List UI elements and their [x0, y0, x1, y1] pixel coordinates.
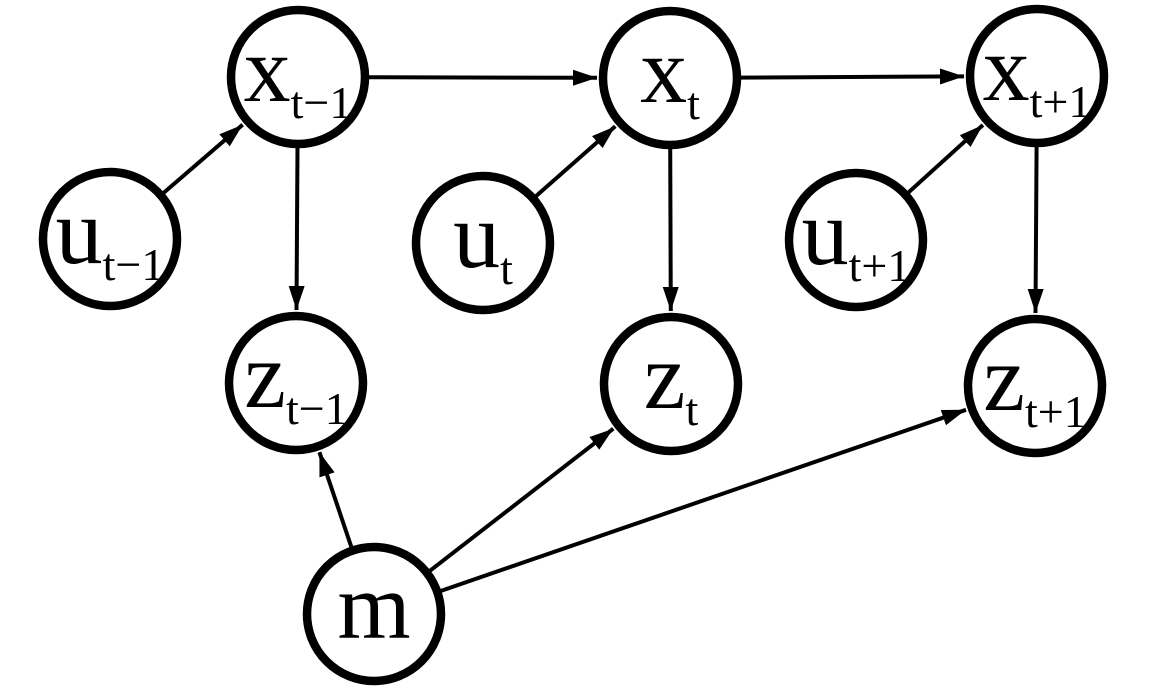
- edge-u_t-to-x_t: [533, 124, 617, 199]
- node-label-x_t+1: xt+1: [983, 17, 1092, 127]
- node-label-subscript: t−1: [103, 239, 165, 290]
- node-label-z_t+1: zt+1: [983, 327, 1086, 437]
- node-label-base: z: [983, 327, 1025, 431]
- node-m: [302, 542, 446, 686]
- node-x_t: [598, 6, 742, 150]
- node-label-subscript: t−1: [291, 77, 353, 128]
- node-label-subscript: t+1: [1025, 386, 1087, 437]
- node-label-base: m: [337, 555, 410, 659]
- node-label-base: x: [983, 17, 1030, 121]
- edge-u_t-1-to-x_t-1: [160, 123, 245, 196]
- node-u_t: [411, 171, 555, 315]
- node-label-subscript: t+1: [1030, 76, 1092, 127]
- node-label-z_t: zt: [644, 325, 699, 435]
- edge-x_t-1-to-x_t: [366, 69, 598, 86]
- node-label-subscript: t−1: [286, 383, 348, 434]
- node-z_t+1: [963, 314, 1107, 458]
- edge-u_t+1-to-x_t+1: [905, 123, 985, 196]
- node-x_t-1: [226, 5, 370, 149]
- node-label-base: x: [640, 19, 687, 123]
- edge-m-to-z_t+1: [438, 407, 967, 594]
- node-label-subscript: t: [500, 243, 513, 294]
- node-u_t+1: [784, 168, 928, 312]
- node-label-base: u: [802, 181, 849, 285]
- node-label-x_t-1: xt−1: [244, 18, 353, 128]
- node-label-subscript: t: [685, 384, 698, 435]
- node-label-x_t: xt: [640, 19, 700, 129]
- node-label-base: z: [244, 324, 286, 428]
- node-u_t-1: [38, 167, 182, 311]
- node-z_t-1: [224, 311, 368, 455]
- edge-layer: [160, 68, 1044, 594]
- node-x_t+1: [965, 4, 1109, 148]
- node-label-base: x: [244, 18, 291, 122]
- node-label-u_t-1: ut−1: [56, 180, 165, 290]
- edge-x_t+1-to-z_t+1: [1027, 144, 1044, 314]
- node-label-z_t-1: zt−1: [244, 324, 347, 434]
- node-z_t: [599, 312, 743, 456]
- node-label-base: u: [56, 180, 103, 284]
- node-label-base: z: [644, 325, 686, 429]
- node-label-base: u: [453, 184, 500, 288]
- node-label-u_t: ut: [453, 184, 513, 294]
- node-label-subscript: t+1: [849, 240, 911, 291]
- node-label-m: m: [337, 555, 410, 659]
- node-label-subscript: t: [687, 78, 700, 129]
- edge-m-to-z_t-1: [317, 451, 354, 550]
- edge-x_t-to-z_t: [662, 146, 679, 312]
- edge-x_t-1-to-z_t-1: [288, 145, 305, 311]
- edge-m-to-z_t: [427, 427, 615, 574]
- edge-x_t-to-x_t+1: [738, 68, 965, 85]
- node-label-u_t+1: ut+1: [802, 181, 911, 291]
